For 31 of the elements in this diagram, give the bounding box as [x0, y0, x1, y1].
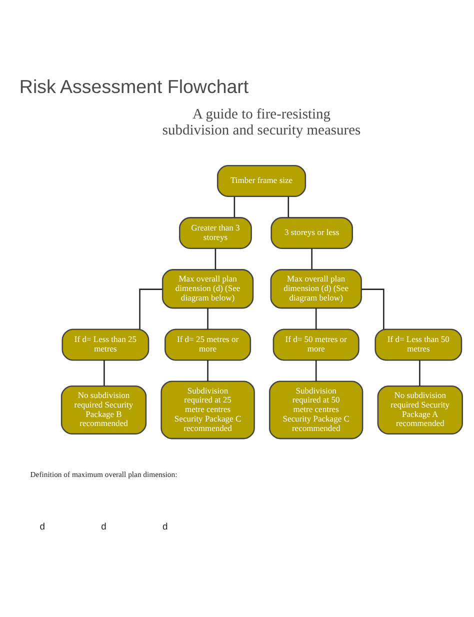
connector	[315, 360, 317, 382]
connector	[315, 308, 317, 330]
connector	[207, 308, 208, 330]
connector	[214, 248, 216, 270]
connector	[288, 196, 290, 218]
node-box: Timber frame size	[216, 165, 306, 197]
diagram-title: Risk Assessment Flowchart	[19, 76, 249, 97]
label: d	[162, 522, 168, 532]
node-box: If d= 25 metres or more	[164, 328, 252, 361]
node-box: If d= Less than 50 metres	[374, 328, 462, 361]
node-box: If d= 50 metres or more	[272, 328, 360, 361]
node-box: Subdivision required at 25 metre centres Security Package C recommended	[160, 380, 255, 440]
label: d	[101, 522, 106, 532]
node-box: Max overall plan dimension (d) (See diagram below)	[270, 269, 362, 309]
connector	[419, 360, 420, 386]
label: Definition of maximum overall plan dimension:	[30, 470, 178, 480]
connector	[362, 288, 384, 330]
node-box: Subdivision required at 50 metre centres Security Package C recommended	[268, 380, 364, 440]
connector	[139, 288, 162, 330]
node-box: Greater than 3 storeys	[179, 217, 252, 250]
connector	[104, 360, 105, 386]
node-box: No subdivision required Security Package B recommended	[60, 385, 147, 434]
label: d	[40, 522, 45, 532]
node-box: Max overall plan dimension (d) (See diagram below)	[162, 269, 254, 309]
connector	[234, 196, 236, 218]
connector	[311, 248, 312, 270]
node-box: No subdivision required Security Package A recommended	[377, 385, 463, 434]
node-box: 3 storeys or less	[270, 217, 353, 250]
label: A guide to fire-resisting subdivision and security measures	[162, 106, 361, 139]
node-box: If d= Less than 25 metres	[62, 328, 150, 361]
connector	[207, 360, 208, 382]
